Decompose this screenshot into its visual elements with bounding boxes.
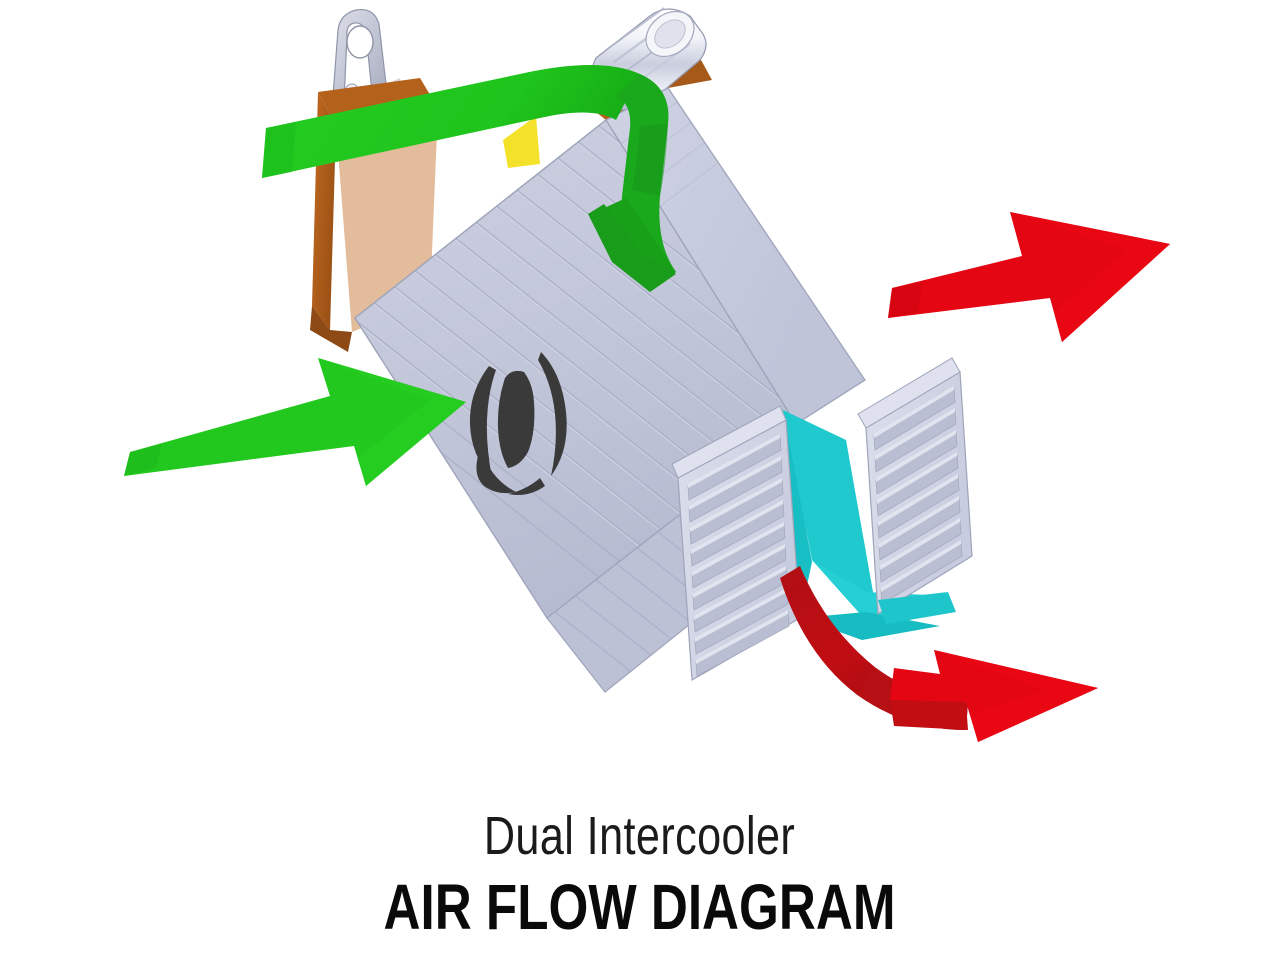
tube-bank-right [857,357,973,616]
arrow-green-top [262,65,676,292]
divider-plate-foot [878,592,956,624]
brand-logo-icon [469,352,567,495]
caption-subtitle: Dual Intercooler [483,806,796,866]
arrow-green-front [124,358,466,486]
tube-slats-right [873,386,963,605]
arrow-red-upper [888,212,1170,342]
arrow-red-lower [780,566,1098,742]
tube-bank-left [671,405,801,681]
tube-slats-left [687,434,790,677]
caption-title: AIR FLOW DIAGRAM [383,871,896,943]
caption: Dual Intercooler AIR FLOW DIAGRAM [0,805,1279,941]
accent-wedge [503,116,540,168]
